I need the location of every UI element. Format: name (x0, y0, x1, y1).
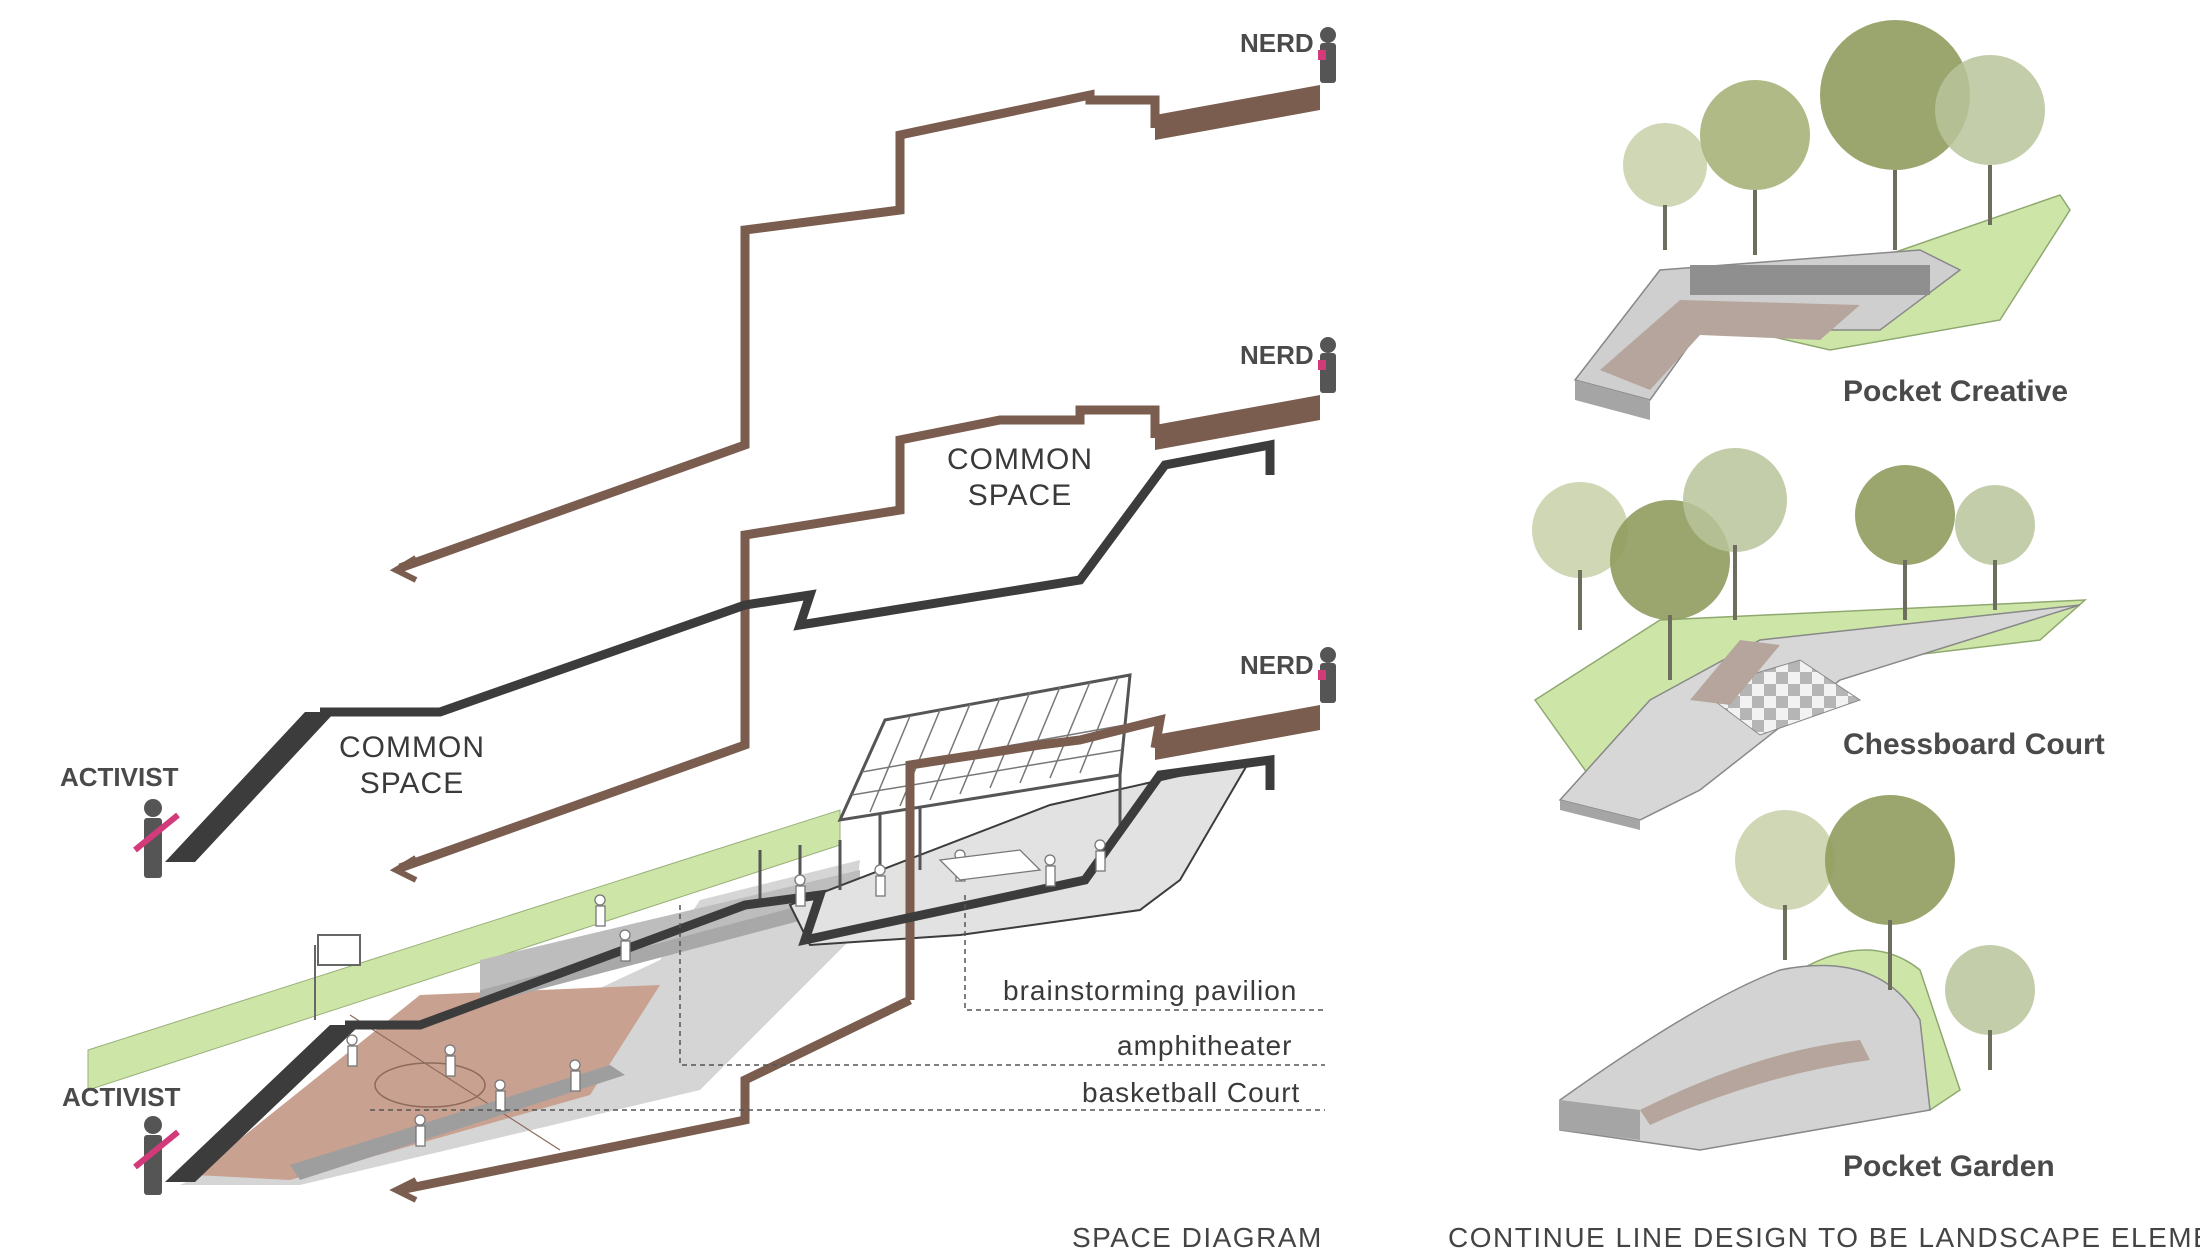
people-figures (133, 27, 1336, 1195)
nerd-path-middle (389, 395, 1320, 883)
callout-brainstorming-pavilion: brainstorming pavilion (1003, 975, 1298, 1006)
label-pocket-garden: Pocket Garden (1843, 1150, 2055, 1183)
label-chessboard-court: Chessboard Court (1843, 728, 2105, 761)
common-space-label-left: COMMON SPACE (332, 730, 492, 802)
nerd-label-middle: NERD (1240, 340, 1314, 370)
common-space-upper-line1: COMMON (947, 443, 1093, 476)
chessboard-court-trees (1532, 448, 2035, 680)
pocket-creative-trees (1623, 20, 2045, 255)
leader-lines (370, 895, 1325, 1111)
caption-landscape-elements: CONTINUE LINE DESIGN TO BE LANDSCAPE ELE… (1448, 1222, 2200, 1253)
pocket-creative-illustration (1573, 194, 2071, 420)
nerd-label-top: NERD (1240, 28, 1314, 58)
label-pocket-creative: Pocket Creative (1843, 375, 2069, 408)
common-space-upper-line2: SPACE (967, 479, 1073, 512)
nerd-label-bottom: NERD (1240, 650, 1314, 680)
callout-amphitheater: amphitheater (1117, 1030, 1293, 1061)
nerd-path-top (389, 85, 1320, 583)
callout-basketball-court: basketball Court (1082, 1077, 1301, 1108)
common-space-label-upper: COMMON SPACE (940, 442, 1100, 514)
pocket-garden-trees (1735, 795, 2035, 1070)
activist-path-upper (165, 439, 1275, 862)
caption-space-diagram: SPACE DIAGRAM (1072, 1222, 1323, 1253)
common-space-left-line1: COMMON (339, 731, 485, 764)
activist-label-upper: ACTIVIST (60, 762, 179, 792)
pocket-garden-illustration (1559, 949, 1961, 1151)
chessboard-court-illustration (1533, 599, 2088, 830)
common-space-left-line2: SPACE (359, 767, 465, 800)
activist-label-lower: ACTIVIST (62, 1082, 181, 1112)
